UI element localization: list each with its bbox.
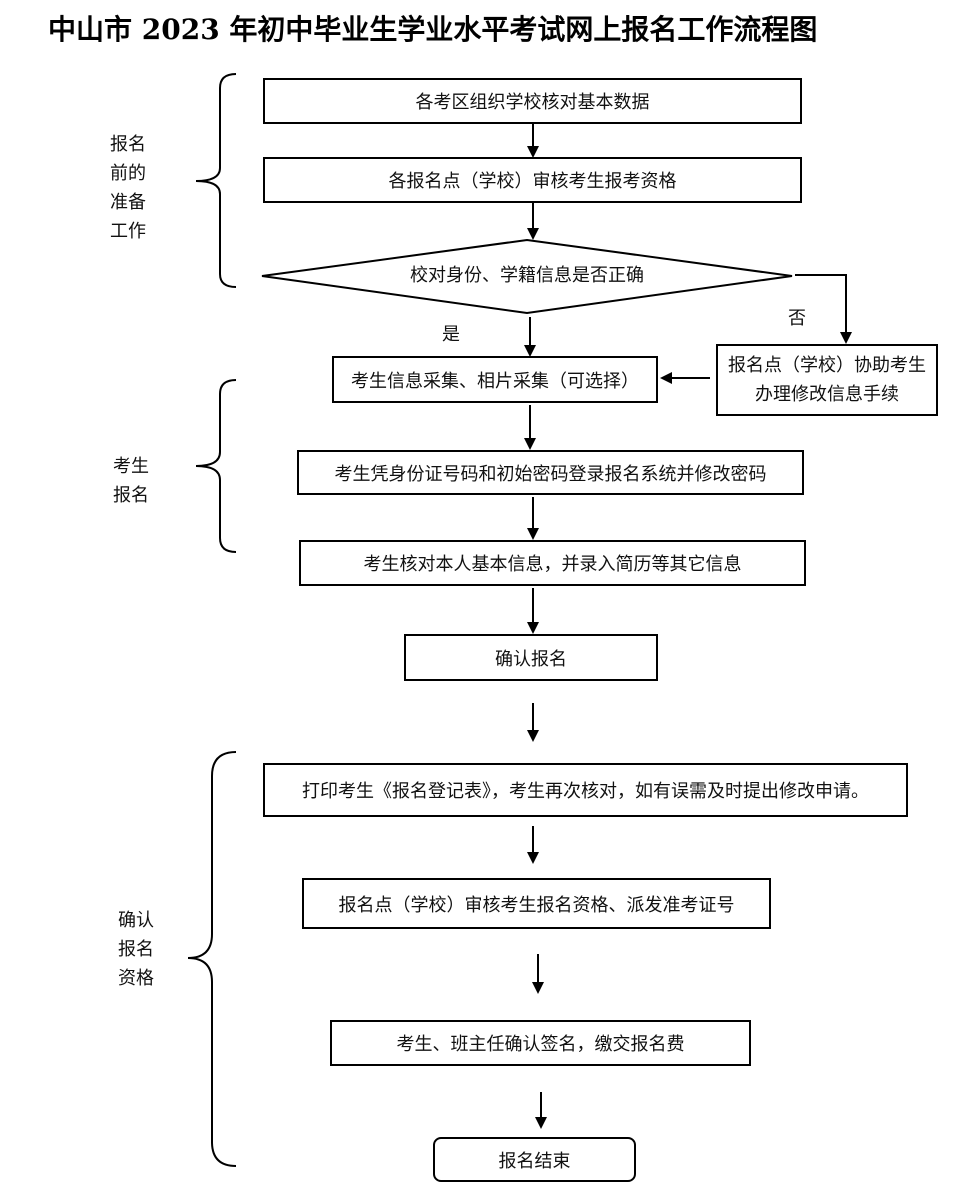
section-label-line: 考生 [113, 456, 149, 477]
step-review-qualification: 各报名点（学校）审核考生报考资格 [263, 157, 802, 203]
branch-yes-label: 是 [442, 324, 460, 345]
section-register-label: 考生 报名 [106, 452, 156, 510]
branch-no-label: 否 [788, 308, 806, 329]
step-verify-basic-data: 各考区组织学校核对基本数据 [263, 78, 802, 124]
section-label-line: 报名 [113, 485, 149, 506]
step-login-system: 考生凭身份证号码和初始密码登录报名系统并修改密码 [297, 450, 804, 495]
decision-text: 校对身份、学籍信息是否正确 [410, 265, 644, 286]
section-label-line: 前的 [110, 163, 146, 184]
section-confirm-label: 确认 报名 资格 [111, 906, 161, 993]
section-prep-label: 报名 前的 准备 工作 [103, 130, 153, 246]
section-label-line: 报名 [110, 134, 146, 155]
step-sign-and-pay: 考生、班主任确认签名，缴交报名费 [330, 1020, 751, 1066]
step-verify-personal-info: 考生核对本人基本信息，并录入简历等其它信息 [299, 540, 806, 586]
arrow-no [795, 274, 852, 344]
section-label-line: 准备 [110, 192, 146, 213]
step-confirm-registration: 确认报名 [404, 634, 658, 681]
section-label-line: 资格 [118, 968, 154, 989]
section-label-line: 确认 [118, 910, 154, 931]
step-assist-modify: 报名点（学校）协助考生办理修改信息手续 [716, 344, 938, 416]
section-label-line: 工作 [110, 221, 146, 242]
brace-register [195, 379, 237, 553]
section-label-line: 报名 [118, 939, 154, 960]
decision-diamond [261, 238, 793, 315]
step-collect-info-photo: 考生信息采集、相片采集（可选择） [332, 356, 658, 403]
brace-confirm [187, 751, 237, 1167]
page-title: 中山市 2023 年初中毕业生学业水平考试网上报名工作流程图 [48, 13, 818, 46]
step-print-form: 打印考生《报名登记表》，考生再次核对，如有误需及时提出修改申请。 [263, 763, 908, 817]
step-issue-admission: 报名点（学校）审核考生报名资格、派发准考证号 [302, 878, 771, 929]
brace-prep [195, 73, 237, 288]
step-end: 报名结束 [433, 1137, 636, 1182]
